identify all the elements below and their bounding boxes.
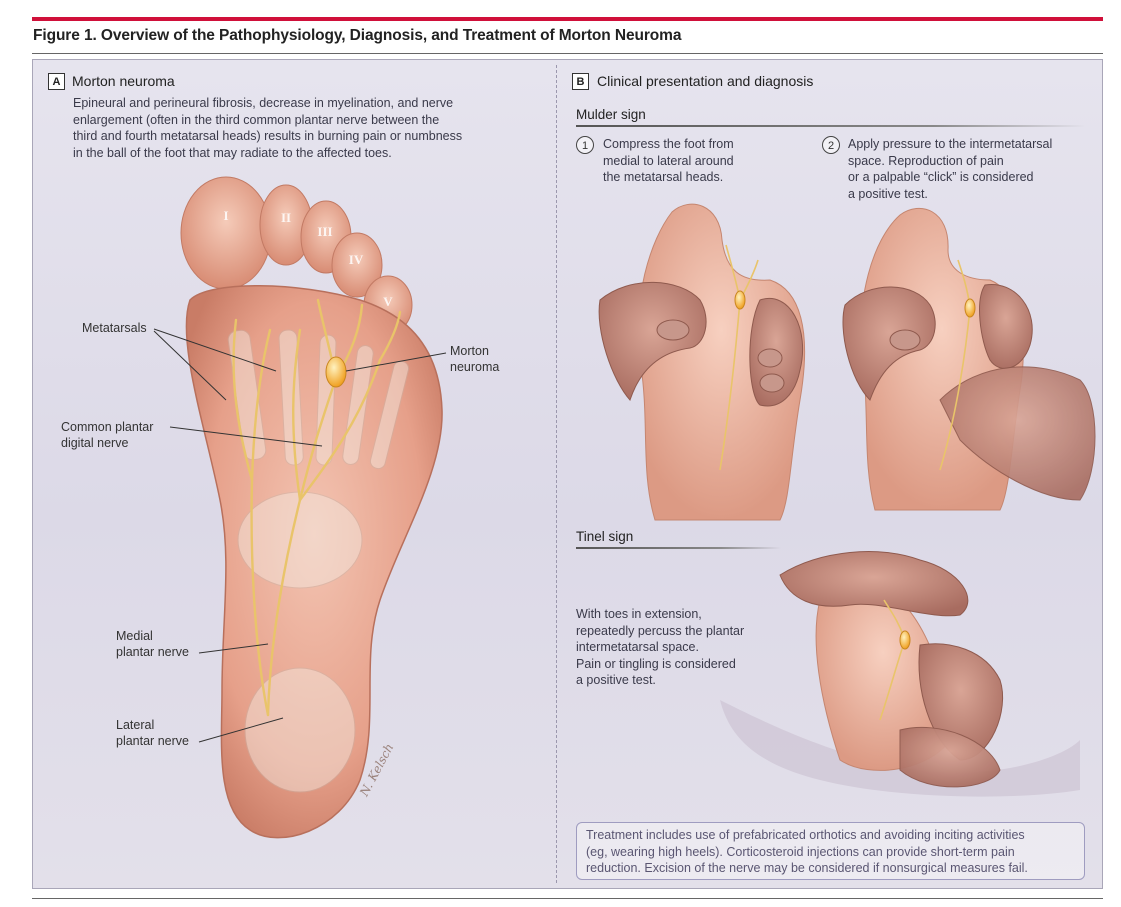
toe-numeral-4: IV (349, 252, 364, 267)
mulder-step2-text: Apply pressure to the intermetatarsal sp… (848, 136, 1052, 202)
tinel-line: repeatedly percuss the plantar (576, 623, 745, 638)
treatment-line: Treatment includes use of prefabricated … (586, 828, 1025, 842)
mulder-heading-rule (576, 125, 1086, 127)
title-divider (32, 53, 1103, 54)
treatment-note-box: Treatment includes use of prefabricated … (576, 822, 1085, 880)
morton-neuroma-mass (325, 356, 347, 388)
label-line: Medial (116, 629, 153, 643)
step-line: or a palpable “click” is considered (848, 170, 1034, 184)
panel-b-title: Clinical presentation and diagnosis (597, 73, 814, 89)
tinel-line: Pain or tingling is considered (576, 656, 736, 671)
step-line: medial to lateral around (603, 153, 734, 168)
label-line: neuroma (450, 360, 500, 374)
panel-a-description: Epineural and perineural fibrosis, decre… (73, 95, 462, 161)
panel-a-letter: A (48, 73, 65, 90)
morton-neuroma-label: Morton neuroma (450, 343, 499, 375)
mulder-step2-number: 2 (822, 136, 840, 154)
panel-a-description-line: enlargement (often in the third common p… (73, 112, 440, 127)
toe-numeral-1: I (223, 208, 228, 223)
tinel-sign-text: With toes in extension, repeatedly percu… (576, 606, 744, 689)
label-line: Morton (450, 344, 489, 358)
panel-b-letter: B (572, 73, 589, 90)
common-plantar-nerve-label: Common plantar digital nerve (61, 419, 153, 451)
panel-a-description-line: in the ball of the foot that may radiate… (73, 145, 392, 160)
step-line: a positive test. (848, 186, 928, 201)
tinel-sign-heading: Tinel sign (576, 529, 634, 544)
step-line: space. Reproduction of pain (848, 153, 1004, 168)
mulder-sign-heading: Mulder sign (576, 107, 646, 122)
figure-title: Figure 1. Overview of the Pathophysiolog… (33, 27, 682, 44)
foot-sole (185, 285, 443, 839)
tinel-line: a positive test. (576, 673, 656, 687)
label-line: digital nerve (61, 436, 129, 450)
mulder-step1-number: 1 (576, 136, 594, 154)
toe-numeral-2: II (281, 210, 291, 225)
panel-a-description-line: third and fourth metatarsal heads) resul… (73, 129, 463, 143)
panel-divider (556, 65, 557, 883)
lateral-plantar-nerve-label: Lateral plantar nerve (116, 717, 189, 749)
tinel-heading-rule (576, 547, 781, 549)
bottom-divider (32, 898, 1103, 899)
toe-4 (331, 232, 383, 298)
label-line: Lateral (116, 718, 155, 732)
mulder-step1-illustration (598, 203, 806, 521)
tinel-line: intermetatarsal space. (576, 640, 699, 654)
plantar-foot-illustration (180, 176, 443, 839)
label-line: Common plantar (61, 420, 154, 434)
mulder-step1-text: Compress the foot from medial to lateral… (603, 136, 734, 186)
metatarsals-label: Metatarsals (82, 321, 147, 335)
tinel-line: With toes in extension, (576, 607, 702, 621)
panel-a-description-line: Epineural and perineural fibrosis, decre… (73, 96, 454, 110)
step-line: Apply pressure to the intermetatarsal (848, 137, 1053, 151)
treatment-line: (eg, wearing high heels). Corticosteroid… (586, 844, 1015, 859)
leader-lines (153, 328, 447, 743)
mulder-step2-illustration (842, 207, 1096, 511)
toe-numeral-5: V (383, 294, 393, 309)
treatment-line: reduction. Excision of the nerve may be … (586, 861, 1028, 875)
step-line: Compress the foot from (603, 137, 734, 151)
medial-plantar-nerve-label: Medial plantar nerve (116, 628, 189, 660)
tinel-sign-illustration (720, 551, 1080, 797)
label-line: plantar nerve (116, 734, 189, 748)
step-line: the metatarsal heads. (603, 170, 724, 184)
top-accent-rule (32, 17, 1103, 21)
panel-a-title: Morton neuroma (72, 73, 175, 89)
toe-1 (180, 176, 272, 290)
toe-numeral-3: III (317, 224, 332, 239)
label-line: plantar nerve (116, 645, 189, 659)
